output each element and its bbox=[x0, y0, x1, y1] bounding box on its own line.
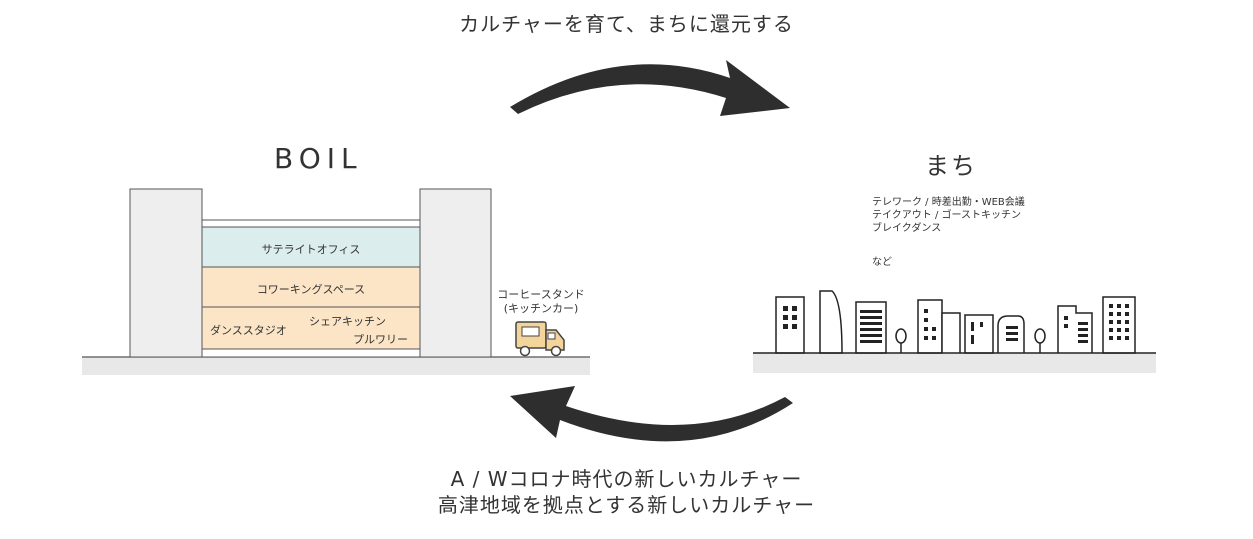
left-tower bbox=[129, 188, 203, 358]
floor-coworking bbox=[201, 266, 421, 308]
bottom-caption-line2: 高津地域を拠点とする新しいカルチャー bbox=[437, 493, 816, 517]
floor-label-dance: ダンススタジオ bbox=[210, 324, 287, 337]
boil-title: BOIL bbox=[274, 142, 363, 175]
boil-ground bbox=[82, 357, 590, 375]
machi-item: ブレイクダンス bbox=[872, 223, 942, 234]
machi-activity-list: テレワーク / 時差出勤・WEB会議 テイクアウト / ゴーストキッチン ブレイ… bbox=[872, 196, 1025, 235]
right-tower bbox=[419, 188, 492, 358]
kitchen-car-icon bbox=[515, 321, 565, 357]
top-caption: カルチャーを育て、まちに還元する bbox=[459, 12, 794, 36]
floor-label-satellite: サテライトオフィス bbox=[261, 243, 361, 256]
machi-title: まち bbox=[925, 152, 977, 180]
machi-item: テイクアウト / ゴーストキッチン bbox=[872, 210, 1022, 221]
city-ground bbox=[753, 353, 1156, 373]
machi-etc: など bbox=[872, 257, 892, 268]
floor-label-kitchen: シェアキッチン bbox=[309, 315, 386, 328]
top-arrow bbox=[510, 60, 790, 116]
coffee-stand-line2: (キッチンカー) bbox=[503, 302, 579, 315]
coffee-stand-line1: コーヒースタンド bbox=[497, 288, 585, 301]
bottom-arrow bbox=[510, 386, 793, 442]
floor-studio bbox=[201, 306, 421, 350]
bottom-caption-line1: A / Wコロナ時代の新しいカルチャー bbox=[450, 467, 803, 491]
machi-item: テレワーク / 時差出勤・WEB会議 bbox=[872, 197, 1025, 208]
bottom-caption: A / Wコロナ時代の新しいカルチャー 高津地域を拠点とする新しいカルチャー bbox=[0, 466, 1253, 518]
floor-label-pulwoori: プルワリー bbox=[353, 333, 408, 346]
floor-satellite bbox=[201, 226, 421, 268]
floor-label-coworking: コワーキングスペース bbox=[256, 283, 366, 296]
coffee-stand-label: コーヒースタンド (キッチンカー) bbox=[490, 288, 592, 316]
